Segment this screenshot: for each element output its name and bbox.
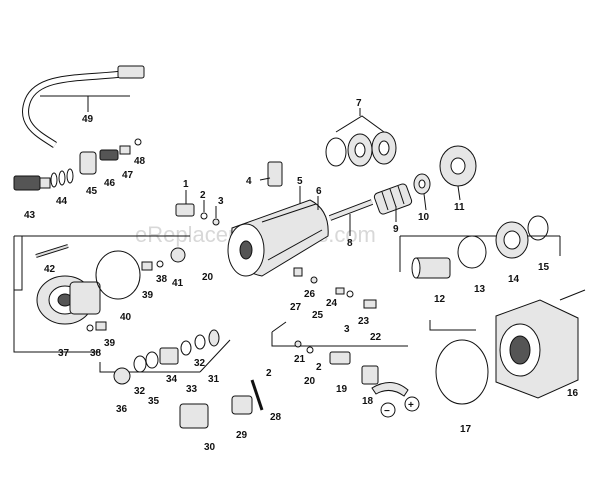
label-26: 26 bbox=[304, 289, 316, 300]
label-12: 12 bbox=[434, 294, 446, 305]
label-30: 30 bbox=[204, 442, 216, 453]
small-parts-38-39-41 bbox=[86, 247, 186, 332]
label-3b: 3 bbox=[344, 324, 350, 335]
parts-1-to-4 bbox=[175, 161, 283, 226]
label-2a: 2 bbox=[200, 190, 206, 201]
label-24: 24 bbox=[326, 298, 338, 309]
label-4: 4 bbox=[246, 176, 252, 187]
label-49: 49 bbox=[82, 114, 94, 125]
label-23: 23 bbox=[358, 316, 370, 327]
label-38b: 38 bbox=[156, 274, 168, 285]
spring-part-9 bbox=[373, 183, 413, 215]
label-11: 11 bbox=[454, 202, 465, 213]
label-21: 21 bbox=[294, 354, 306, 365]
label-42: 42 bbox=[44, 264, 56, 275]
label-32a: 32 bbox=[194, 358, 206, 369]
label-25: 25 bbox=[312, 310, 324, 321]
label-44: 44 bbox=[56, 196, 68, 207]
pump-head-part-37 bbox=[36, 275, 101, 325]
parts-12-to-15 bbox=[411, 215, 549, 279]
label-1: 1 bbox=[183, 179, 189, 190]
label-28: 28 bbox=[270, 412, 282, 423]
label-32b: 32 bbox=[134, 386, 146, 397]
housing-part-16 bbox=[495, 299, 579, 399]
label-36: 36 bbox=[116, 404, 128, 415]
label-3a: 3 bbox=[218, 196, 224, 207]
label-45: 45 bbox=[86, 186, 98, 197]
o-ring-part-40 bbox=[95, 250, 141, 300]
label-20b: 20 bbox=[304, 376, 316, 387]
part-labels: 1 2 3 4 5 6 7 8 9 10 11 12 13 14 15 16 1… bbox=[24, 98, 579, 453]
label-43: 43 bbox=[24, 210, 36, 221]
label-14: 14 bbox=[508, 274, 520, 285]
label-16: 16 bbox=[567, 388, 579, 399]
label-37: 37 bbox=[58, 348, 70, 359]
label-13: 13 bbox=[474, 284, 486, 295]
label-48: 48 bbox=[134, 156, 146, 167]
plus-symbol: + bbox=[408, 400, 414, 411]
label-47: 47 bbox=[122, 170, 134, 181]
left-bracket-lines bbox=[13, 235, 231, 373]
label-39b: 39 bbox=[142, 290, 154, 301]
label-31: 31 bbox=[208, 374, 220, 385]
label-5: 5 bbox=[297, 176, 303, 187]
label-7: 7 bbox=[356, 98, 362, 109]
crankcase-part-5-6 bbox=[227, 199, 329, 277]
bearing-group-part-7 bbox=[325, 108, 397, 167]
leader-lines bbox=[185, 177, 461, 236]
o-ring-part-17 bbox=[435, 339, 489, 405]
label-29: 29 bbox=[236, 430, 248, 441]
label-8: 8 bbox=[347, 238, 353, 249]
shaft-part-42 bbox=[35, 244, 69, 258]
label-46: 46 bbox=[104, 178, 116, 189]
middle-parts-18-to-27 bbox=[271, 267, 420, 418]
label-34: 34 bbox=[166, 374, 178, 385]
label-18: 18 bbox=[362, 396, 374, 407]
label-22: 22 bbox=[370, 332, 382, 343]
label-20a: 20 bbox=[202, 272, 214, 283]
label-6: 6 bbox=[316, 186, 322, 197]
label-10: 10 bbox=[418, 212, 430, 223]
minus-symbol: − bbox=[384, 406, 390, 417]
inlet-fittings-group bbox=[13, 138, 142, 191]
label-15: 15 bbox=[538, 262, 550, 273]
label-19: 19 bbox=[336, 384, 348, 395]
seal-parts-10-11 bbox=[413, 145, 477, 195]
label-2b: 2 bbox=[266, 368, 272, 379]
label-38a: 38 bbox=[90, 348, 102, 359]
label-33: 33 bbox=[186, 384, 198, 395]
label-2c: 2 bbox=[316, 362, 322, 373]
plunger-part-8 bbox=[328, 199, 374, 221]
label-27: 27 bbox=[290, 302, 302, 313]
label-9: 9 bbox=[393, 224, 399, 235]
right-bracket-lines bbox=[399, 235, 586, 331]
label-40: 40 bbox=[120, 312, 132, 323]
label-35: 35 bbox=[148, 396, 160, 407]
lower-assembly-parts-30-36 bbox=[113, 329, 264, 429]
label-39a: 39 bbox=[104, 338, 116, 349]
label-41: 41 bbox=[172, 278, 184, 289]
hose-part-49 bbox=[22, 65, 145, 148]
label-17: 17 bbox=[460, 424, 472, 435]
